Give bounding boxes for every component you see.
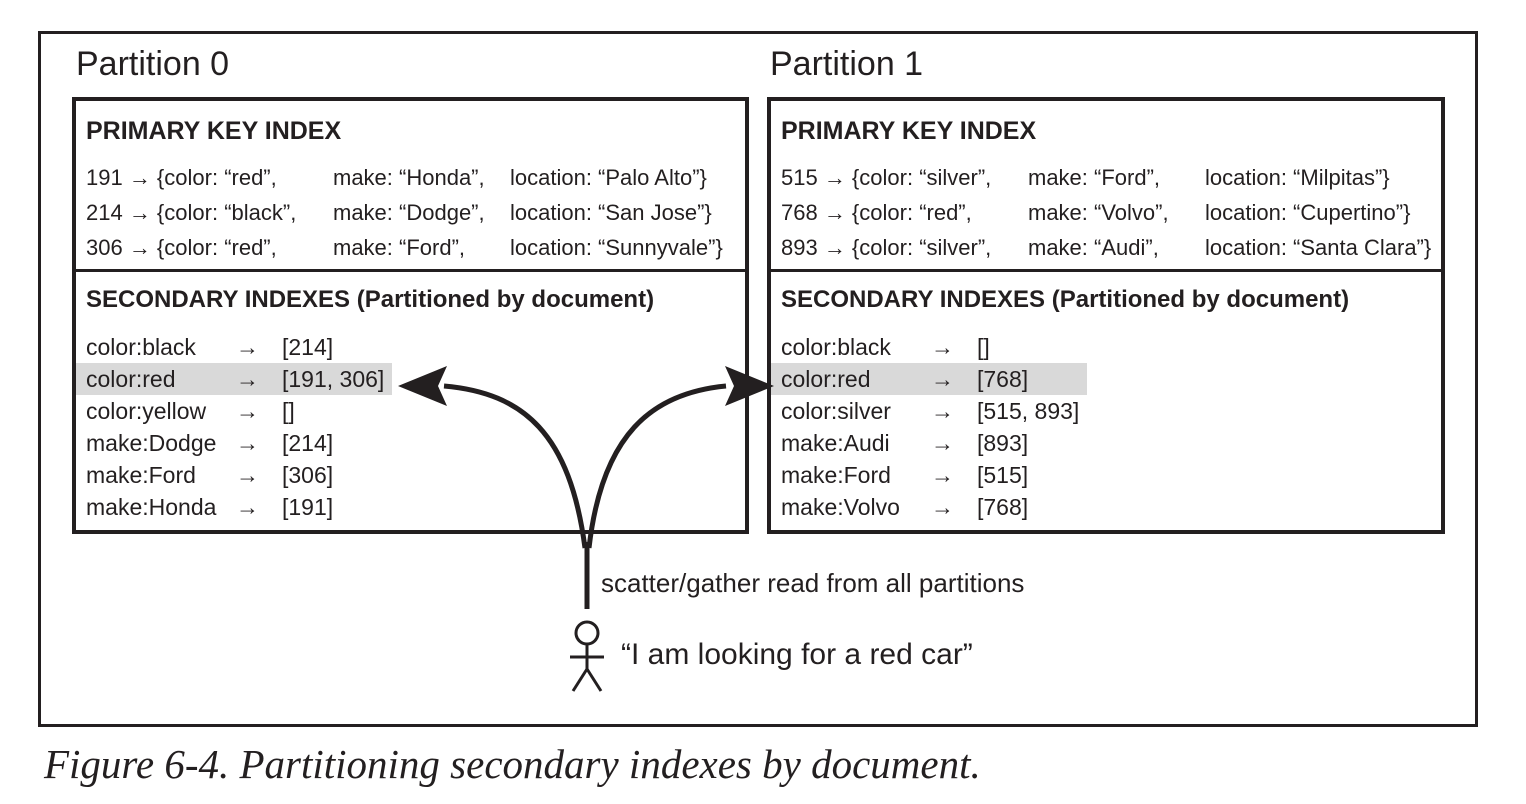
index-term: make:Audi — [781, 430, 890, 456]
posting-list: [515, 893] — [977, 398, 1080, 424]
pk-make: make: “Ford”, — [333, 235, 466, 260]
maps-to-arrow: → — [236, 430, 259, 456]
primary-index-row: 893 → {color: “silver”, make: “Audi”, lo… — [781, 230, 1435, 265]
secondary-index-row: make:Ford → [306] — [76, 459, 392, 491]
maps-to-arrow: → — [236, 366, 259, 392]
pk-location: location: “Palo Alto”} — [510, 165, 707, 190]
primary-index-row: 306 → {color: “red”, make: “Ford”, locat… — [86, 230, 739, 265]
pk-make: make: “Dodge”, — [333, 200, 485, 225]
posting-list: [893] — [977, 430, 1029, 456]
partition-0-box: PRIMARY KEY INDEX 191 → {color: “red”, m… — [72, 97, 749, 534]
pk-location: location: “Santa Clara”} — [1205, 235, 1432, 260]
maps-to-arrow: → — [931, 334, 954, 360]
primary-index-title: PRIMARY KEY INDEX — [86, 117, 342, 145]
partition-1-secondary-indexes: SECONDARY INDEXES (Partitioned by docume… — [771, 272, 1441, 523]
index-term: color:red — [781, 366, 871, 392]
posting-list: [] — [282, 398, 295, 424]
secondary-index-row-highlighted: color:red → [768] — [771, 363, 1087, 395]
index-term: color:silver — [781, 398, 891, 424]
index-term: color:red — [86, 366, 176, 392]
posting-list: [] — [977, 334, 990, 360]
pk-make: make: “Audi”, — [1028, 235, 1159, 260]
primary-index-row: 214 → {color: “black”, make: “Dodge”, lo… — [86, 195, 739, 230]
secondary-index-row: make:Volvo → [768] — [771, 491, 1087, 523]
posting-list: [515] — [977, 462, 1029, 488]
maps-to-arrow: → — [236, 462, 259, 488]
index-term: make:Ford — [781, 462, 891, 488]
partition-0-title: Partition 0 — [76, 45, 230, 83]
index-term: color:black — [781, 334, 891, 360]
pk-location: location: “Sunnyvale”} — [510, 235, 723, 260]
secondary-index-row: color:black → [214] — [76, 331, 392, 363]
index-term: make:Dodge — [86, 430, 217, 456]
partition-0-secondary-indexes: SECONDARY INDEXES (Partitioned by docume… — [76, 272, 745, 523]
index-term: make:Honda — [86, 494, 217, 520]
figure-caption: Figure 6-4. Partitioning secondary index… — [44, 741, 981, 787]
index-term: color:black — [86, 334, 196, 360]
scatter-gather-label: scatter/gather read from all partitions — [601, 568, 1025, 598]
user-query-quote: “I am looking for a red car” — [621, 638, 973, 671]
secondary-index-rows: color:black → [214] color:red → [191, 30… — [76, 331, 745, 523]
secondary-index-row: color:black → [] — [771, 331, 1087, 363]
pk-key-color: 306 → {color: “red”, — [86, 235, 277, 260]
pk-location: location: “Cupertino”} — [1205, 200, 1411, 225]
secondary-index-row: color:silver → [515, 893] — [771, 395, 1087, 427]
posting-list: [214] — [282, 334, 334, 360]
secondary-index-row-highlighted: color:red → [191, 306] — [76, 363, 392, 395]
secondary-index-rows: color:black → [] color:red → [768] color… — [771, 331, 1441, 523]
partition-1-primary-index: PRIMARY KEY INDEX 515 → {color: “silver”… — [771, 101, 1441, 272]
secondary-index-row: color:yellow → [] — [76, 395, 392, 427]
posting-list: [214] — [282, 430, 334, 456]
pk-make: make: “Volvo”, — [1028, 200, 1169, 225]
pk-make: make: “Honda”, — [333, 165, 485, 190]
partition-1-box: PRIMARY KEY INDEX 515 → {color: “silver”… — [767, 97, 1445, 534]
maps-to-arrow: → — [931, 430, 954, 456]
posting-list: [191] — [282, 494, 334, 520]
primary-index-row: 191 → {color: “red”, make: “Honda”, loca… — [86, 160, 739, 195]
pk-key-color: 191 → {color: “red”, — [86, 165, 277, 190]
primary-index-title: PRIMARY KEY INDEX — [781, 117, 1037, 145]
posting-list: [306] — [282, 462, 334, 488]
pk-key-color: 515 → {color: “silver”, — [781, 165, 992, 190]
primary-index-row: 515 → {color: “silver”, make: “Ford”, lo… — [781, 160, 1435, 195]
pk-location: location: “San Jose”} — [510, 200, 712, 225]
secondary-index-row: make:Honda → [191] — [76, 491, 392, 523]
primary-index-row: 768 → {color: “red”, make: “Volvo”, loca… — [781, 195, 1435, 230]
pk-location: location: “Milpitas”} — [1205, 165, 1390, 190]
posting-list: [768] — [977, 494, 1029, 520]
index-term: make:Ford — [86, 462, 196, 488]
index-term: make:Volvo — [781, 494, 900, 520]
secondary-index-row: make:Ford → [515] — [771, 459, 1087, 491]
posting-list: [191, 306] — [282, 366, 385, 392]
maps-to-arrow: → — [931, 366, 954, 392]
pk-key-color: 893 → {color: “silver”, — [781, 235, 992, 260]
secondary-index-title: SECONDARY INDEXES (Partitioned by docume… — [781, 286, 1350, 313]
maps-to-arrow: → — [236, 398, 259, 424]
index-term: color:yellow — [86, 398, 207, 424]
primary-index-rows: 191 → {color: “red”, make: “Honda”, loca… — [86, 160, 739, 265]
partition-1-title: Partition 1 — [770, 45, 924, 83]
primary-index-rows: 515 → {color: “silver”, make: “Ford”, lo… — [781, 160, 1435, 265]
maps-to-arrow: → — [236, 494, 259, 520]
pk-key-color: 214 → {color: “black”, — [86, 200, 297, 225]
maps-to-arrow: → — [236, 334, 259, 360]
maps-to-arrow: → — [931, 398, 954, 424]
secondary-index-row: make:Dodge → [214] — [76, 427, 392, 459]
secondary-index-title: SECONDARY INDEXES (Partitioned by docume… — [86, 286, 655, 313]
pk-key-color: 768 → {color: “red”, — [781, 200, 972, 225]
maps-to-arrow: → — [931, 494, 954, 520]
posting-list: [768] — [977, 366, 1029, 392]
maps-to-arrow: → — [931, 462, 954, 488]
partition-0-primary-index: PRIMARY KEY INDEX 191 → {color: “red”, m… — [76, 101, 745, 272]
pk-make: make: “Ford”, — [1028, 165, 1161, 190]
secondary-index-row: make:Audi → [893] — [771, 427, 1087, 459]
